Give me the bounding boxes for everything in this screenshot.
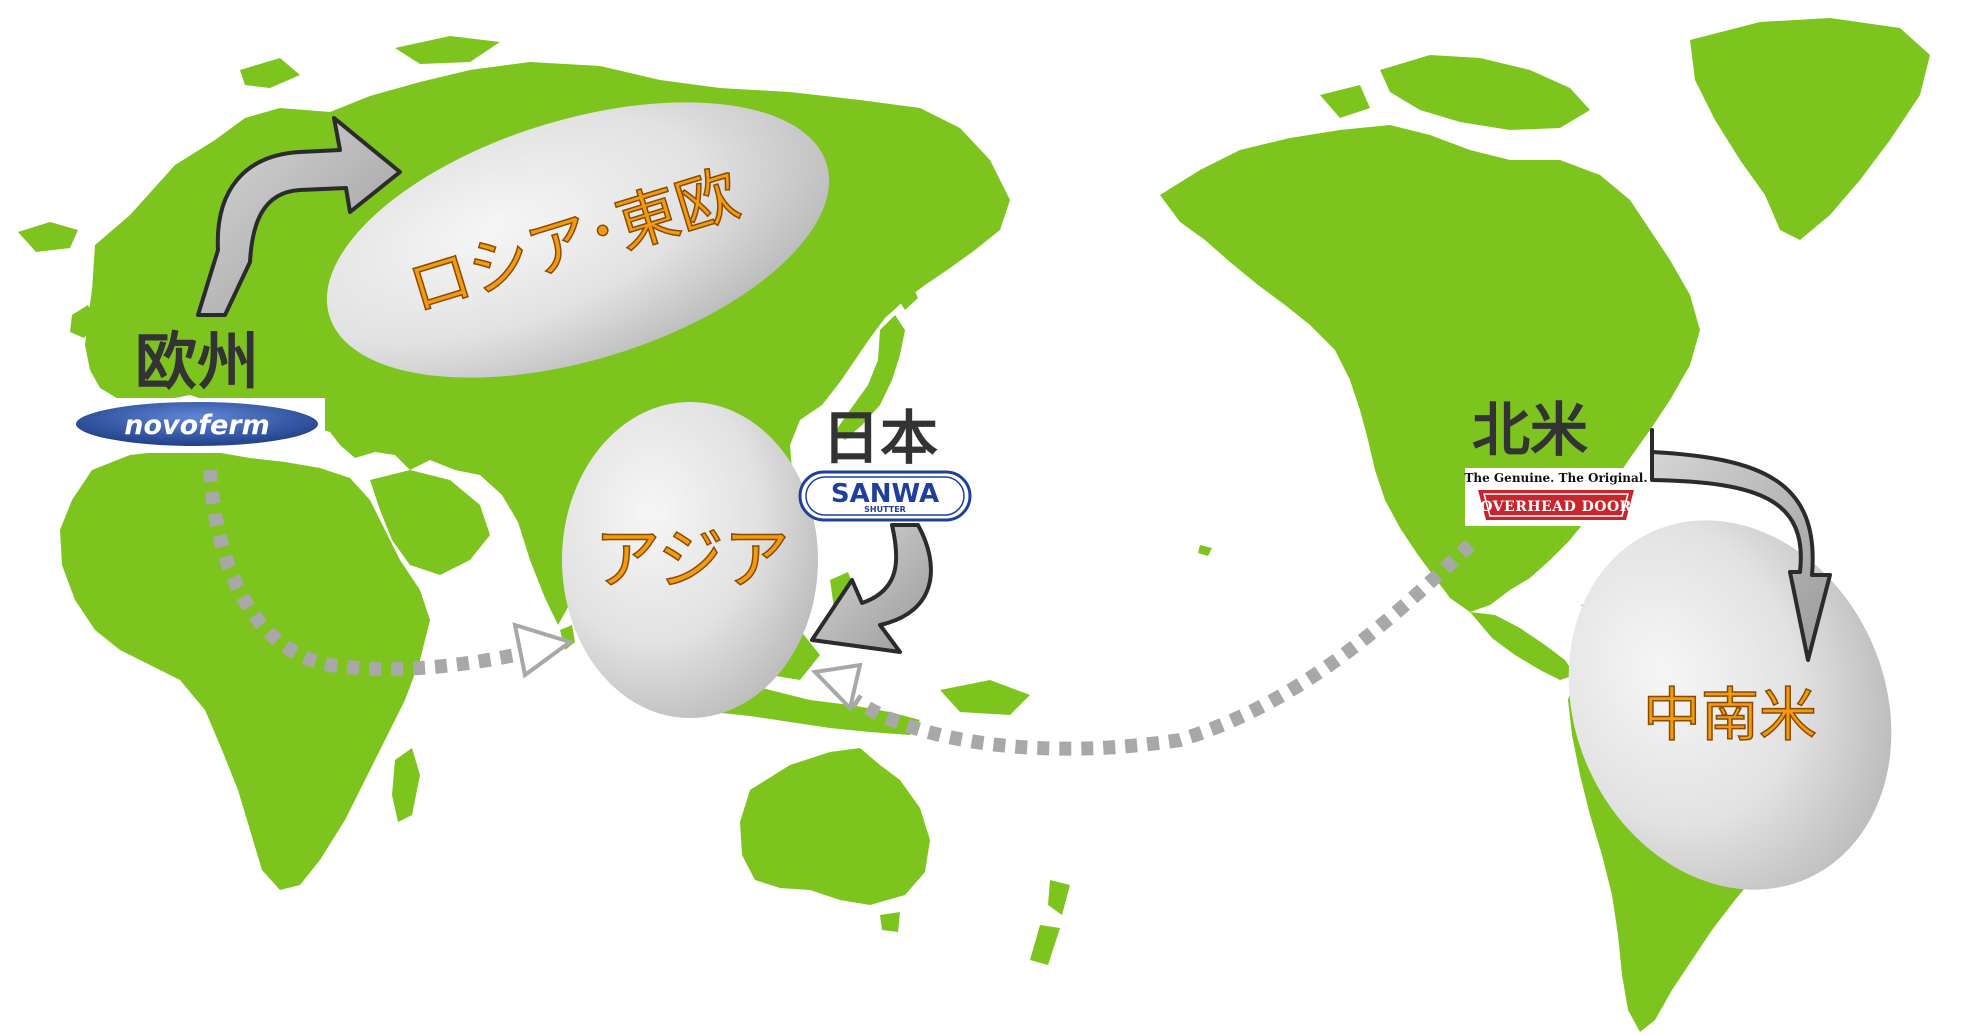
curved-arrow-japan-to-asia (810, 523, 933, 654)
landmass-japan (835, 315, 905, 440)
label-europe: 欧州 (135, 325, 259, 398)
landmass-arctic-island-2 (1320, 85, 1370, 118)
label-latin-america: 中南米 (1643, 681, 1817, 749)
curved-arrow-europe-to-russia (196, 116, 402, 317)
logo-novoferm-text: novoferm (124, 410, 269, 441)
label-japan: 日本 (822, 404, 938, 472)
dotted-arrow-europe-to-asia (203, 469, 542, 677)
landmass-tasmania (880, 912, 900, 932)
landmass-greenland (1690, 18, 1930, 240)
dotted-arrow-north-america-to-asia (851, 539, 1475, 756)
landmass-ireland (70, 305, 96, 338)
logo-overhead-door: The Genuine. The Original. OVERHEAD DOOR (1464, 468, 1648, 526)
ellipse-asia (562, 402, 818, 718)
landmass-iceland (18, 222, 78, 252)
target-ellipses (326, 102, 1892, 890)
landmass-central-america (1470, 612, 1575, 680)
ellipse-russia-east-europe (326, 102, 830, 378)
landmass-north-america (1160, 125, 1700, 612)
landmass-africa (60, 450, 430, 890)
landmass-svalbard (240, 58, 300, 88)
landmass-new-zealand-north (1048, 880, 1070, 915)
dotted-arrows (203, 469, 1475, 756)
logo-sanwa: SANWA SHUTTER (798, 470, 972, 522)
landmass-new-zealand-south (1030, 925, 1060, 965)
dotted-arrow-head-europe-to-asia (512, 622, 575, 679)
label-asia: アジア (594, 521, 789, 598)
curved-arrow-north-america-to-latin-america (1650, 428, 1832, 662)
landmass-new-guinea (940, 680, 1030, 715)
landmass-britain (100, 272, 145, 330)
logo-overhead-door-text: OVERHEAD DOOR (1480, 499, 1632, 515)
landmass-hawaii (1198, 545, 1212, 556)
landmass-arabia (370, 470, 490, 575)
curved-arrows (196, 116, 1832, 662)
landmass-arctic-islands (395, 36, 500, 64)
landmass-madagascar (392, 748, 420, 822)
logo-sanwa-text: SANWA (831, 479, 939, 509)
logo-sanwa-subtext: SHUTTER (864, 505, 906, 514)
logo-novoferm: novoferm (70, 398, 325, 453)
dotted-arrow-head-north-america-to-asia (810, 662, 863, 713)
landmass-hokkaido (892, 280, 918, 310)
landmass-canadian-arctic (1380, 55, 1590, 130)
label-north-america: 北米 (1472, 396, 1588, 464)
landmass-australia (740, 748, 930, 905)
logo-overhead-door-tagline: The Genuine. The Original. (1464, 471, 1647, 485)
region-labels: 欧州 日本 北米 (135, 325, 1588, 472)
